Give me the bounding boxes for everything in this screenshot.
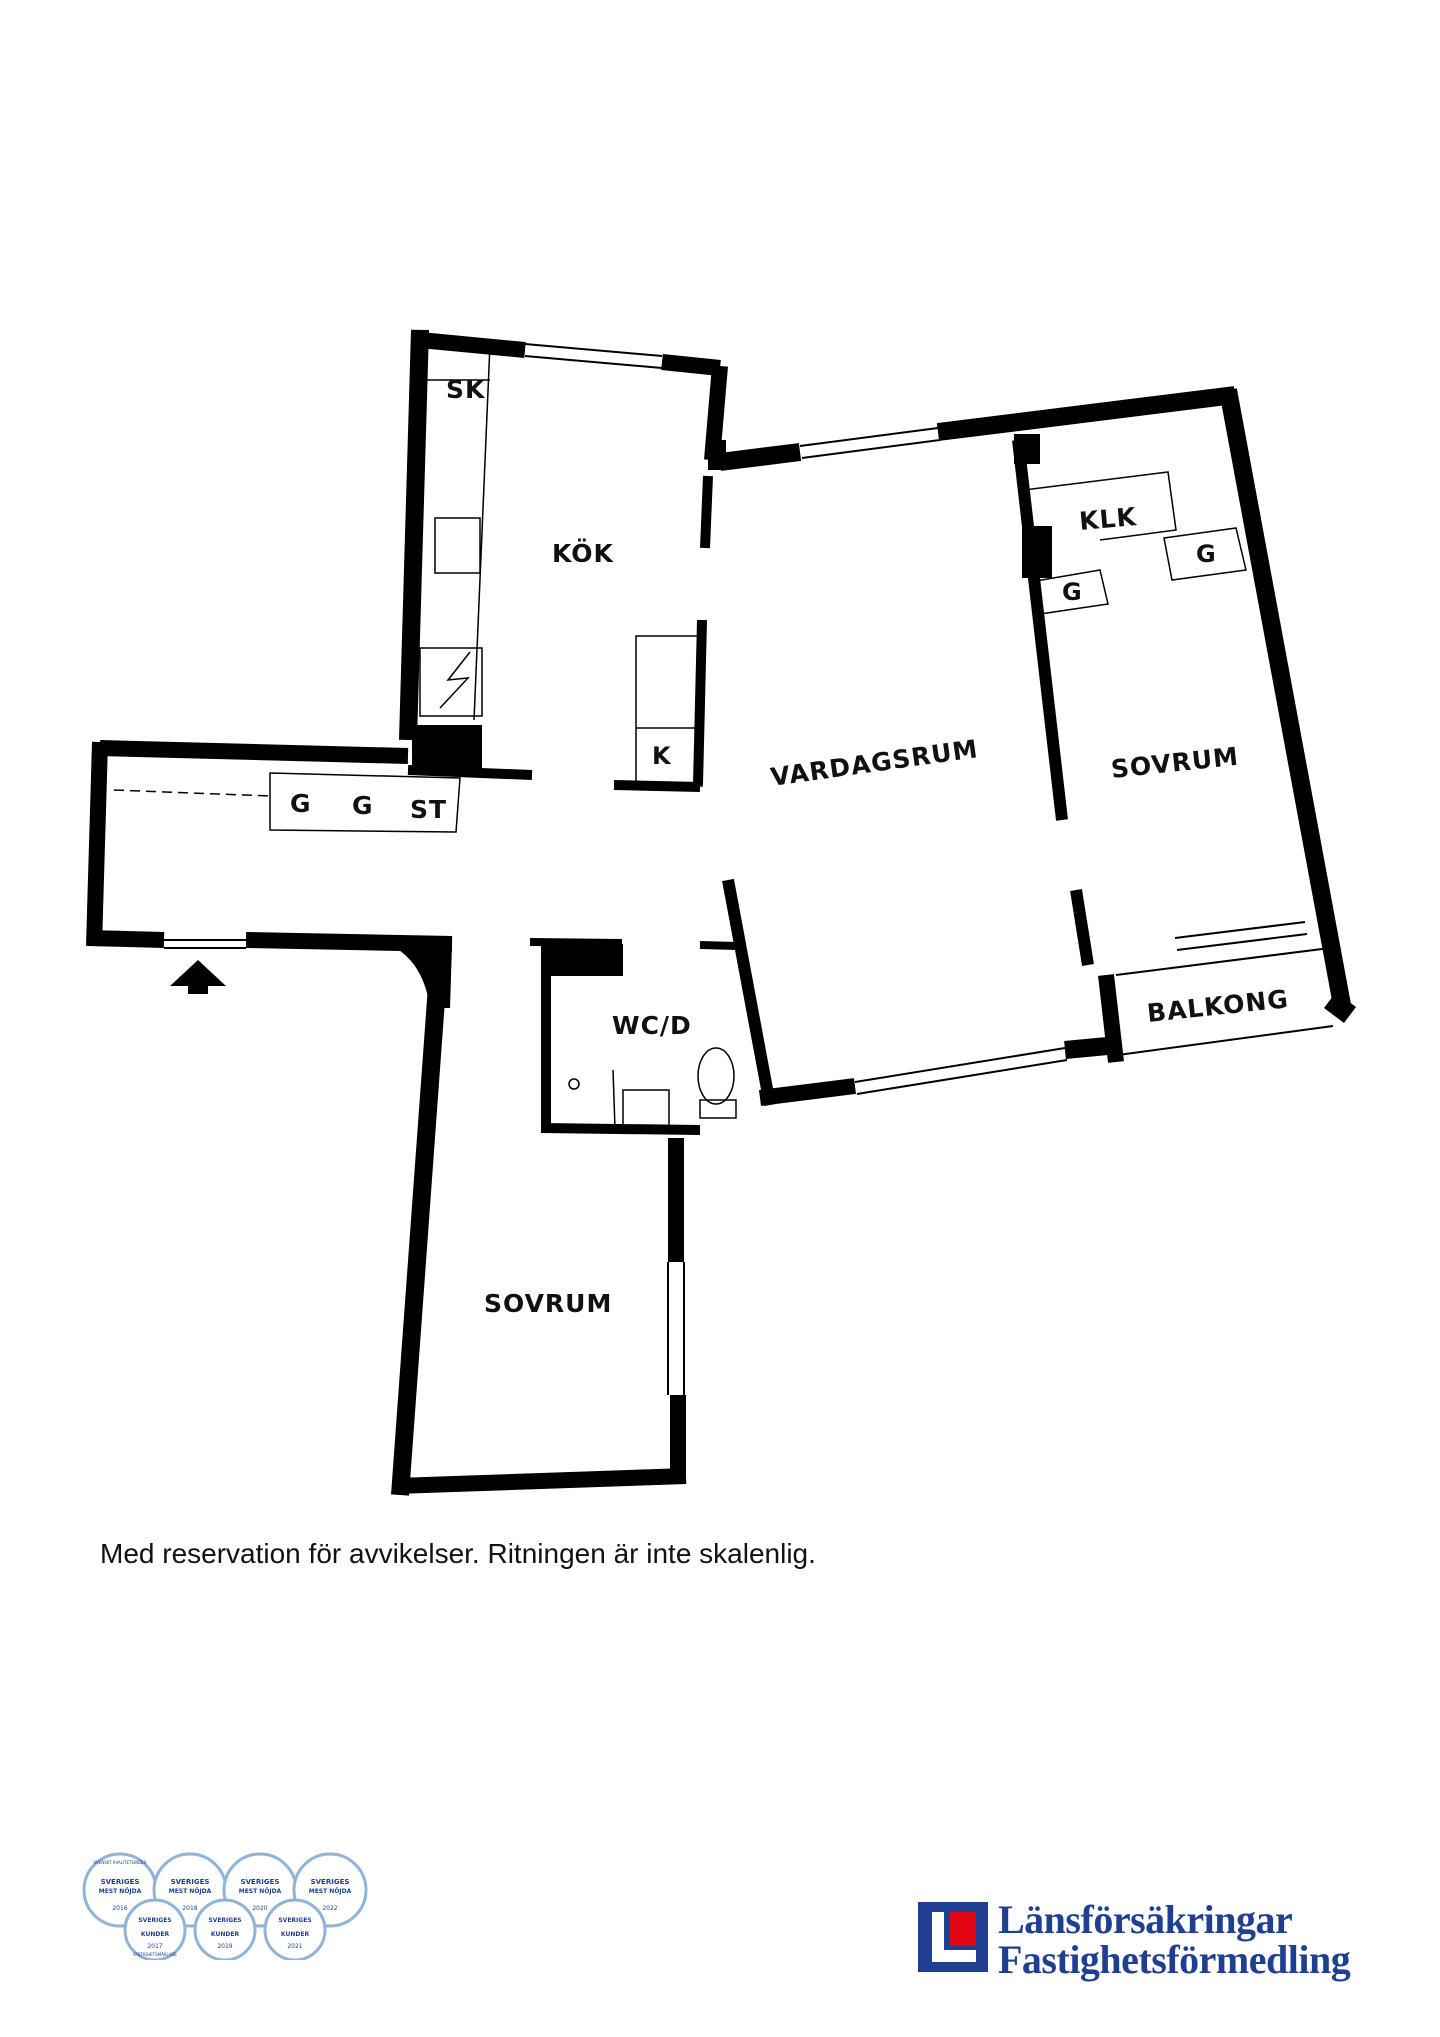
badge-text-1: SVERIGES [311,1878,350,1886]
brand-name: Länsförsäkringar Fastighetsförmedling [998,1897,1351,1982]
label-st: ST [410,795,447,824]
badge-2017: SVERIGES KUNDER 2017 [123,1898,187,1960]
bedroom-window [667,1262,685,1395]
wc-wall-top [529,938,623,947]
balcony-window [1174,921,1308,951]
kitchen-inner-wall [700,475,713,549]
badge-text-1: SVERIGES [138,1917,171,1924]
hall-curve-wall [346,936,452,1008]
living-bottom-right [1064,1036,1119,1059]
badge-year: 2019 [217,1943,232,1950]
badge-text-1: SVERIGES [171,1878,210,1886]
bedroom-bottom-left-wall [391,944,449,1496]
hall-wall-left [86,741,108,947]
entrance-door [164,939,246,949]
entrance-arrow-icon [170,960,226,994]
badge-2021: SVERIGES KUNDER 2021 [263,1898,327,1960]
label-kok: KÖK [552,538,615,568]
living-window-bottom [854,1047,1068,1095]
label-sk: SK [446,375,486,404]
badge-text-2: MEST NÖJDA [99,1888,142,1895]
label-g-hall-2: G [352,791,374,820]
living-window-top [799,427,941,459]
balcony-wall-bottom [1324,992,1356,1023]
wc-floor-drain-icon [568,1078,580,1090]
kitchen-wall-left [399,329,429,741]
badge-text-2: MEST NÖJDA [169,1888,212,1895]
label-k: K [652,742,672,770]
badge-text-1: SVERIGES [208,1917,241,1924]
label-balkong: BALKONG [1146,984,1291,1028]
closet-g-2 [1163,527,1247,581]
label-sovrum-bottom: SOVRUM [484,1289,612,1318]
wc-wall-top-right [699,941,739,950]
bedroom-bottom-base [395,1468,687,1494]
badge-text-1: SVERIGES [278,1917,311,1924]
stove-zigzag-icon [439,651,471,709]
kitchen-wall-top-left [419,332,526,358]
award-badges: SVERIGES MEST NÖJDA 2016 SVERIGES MEST N… [82,1852,368,1960]
label-g-closet-1: G [1062,578,1083,606]
wc-toilet-tank [699,1099,737,1119]
bedroom-divider-upper [1012,439,1068,821]
kitchen-sink [434,517,481,574]
brand-logo-icon [918,1902,988,1972]
disclaimer-text: Med reservation för avvikelser. Ritninge… [100,1538,816,1569]
kitchen-window [524,343,663,369]
badge-text-2: MEST NÖJDA [309,1888,352,1895]
badge-text-1: SVERIGES [241,1878,280,1886]
badge-year: 2021 [287,1943,302,1950]
badge-text-3: KUNDER [211,1931,240,1938]
badge-year: 2017 [147,1943,162,1950]
brand-line-1: Länsförsäkringar [998,1897,1293,1942]
hall-dashed-line [113,789,271,797]
closet-pillar [1022,526,1052,578]
badge-text-3: KUNDER [141,1931,170,1938]
kitchen-counter [420,343,491,721]
living-bottom-left [758,1078,857,1106]
label-sovrum-right: SOVRUM [1110,742,1241,784]
badge-text-1: SVERIGES [101,1878,140,1886]
wardrobe-hall [269,772,461,833]
badge-year: 2020 [252,1905,267,1912]
living-wall-top-a [718,443,802,471]
kitchen-pillar [412,725,482,769]
wc-wall-bottom [540,1123,701,1135]
living-wc-wall [722,878,776,1107]
hall-wall-top-mid [407,765,533,780]
closet-g-1 [1029,569,1109,615]
kitchen-top-pillar [708,440,726,470]
badge-year: 2022 [322,1905,337,1912]
kitchen-stove [419,647,483,717]
wc-toilet-icon [697,1047,735,1105]
label-vardagsrum: VARDAGSRUM [769,734,980,792]
hall-wall-top [99,740,409,764]
label-g-closet-2: G [1196,540,1217,568]
label-klk: KLK [1078,502,1139,536]
badge-year: 2018 [182,1905,197,1912]
kitchen-wall-top-right [661,354,721,376]
label-wcd: WC/D [612,1011,692,1040]
kitchen-island [635,635,703,787]
badge-arc-bottom: FASTIGHETSMÄKLARE [133,1952,177,1957]
badge-arc-top: SVENSKT KVALITETSINDEX [93,1860,146,1865]
right-wall-outer [1219,388,1351,1007]
closet-klk [1023,471,1177,541]
closet-pillar-2 [1014,434,1040,464]
badge-year: 2016 [112,1905,127,1912]
badge-top-row: SVERIGES MEST NÖJDA 2016 SVERIGES MEST N… [82,1852,368,1960]
living-wall-top-b [936,386,1237,441]
wc-shower-line [612,1069,616,1129]
badge-2019: SVERIGES KUNDER 2019 [193,1898,257,1960]
badge-text-3: KUNDER [281,1931,310,1938]
bedroom-divider-lower [1070,889,1094,966]
hall-wall-bottom-left [87,930,165,948]
balcony-front [1115,947,1334,1056]
badge-text-2: MEST NÖJDA [239,1888,282,1895]
wc-washbasin [622,1089,670,1131]
label-g-hall-1: G [290,789,312,818]
brand-line-2: Fastighetsförmedling [998,1937,1351,1982]
wc-pillar [548,944,623,976]
